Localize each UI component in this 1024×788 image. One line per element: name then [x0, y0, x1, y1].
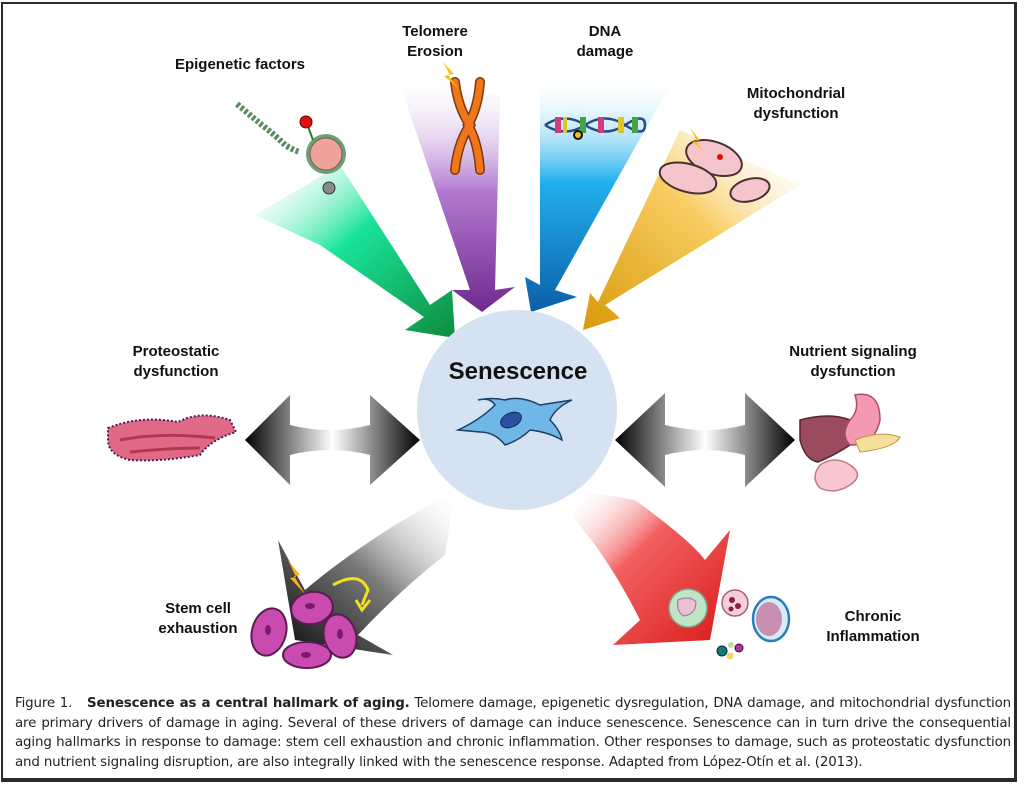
- label-line: dysfunction: [753, 105, 839, 122]
- dna-helix-icon: [544, 117, 647, 140]
- label-line: Inflammation: [826, 628, 920, 645]
- digestive-organs-icon: [799, 393, 901, 492]
- mitochondria-icon: [658, 128, 771, 203]
- label-proteostatic-dysfunction: Proteostatic dysfunction: [106, 342, 246, 382]
- label-line: exhaustion: [158, 620, 238, 637]
- label-telomere-erosion: Telomere Erosion: [385, 22, 485, 62]
- figure-caption-body: Telomere damage, epigenetic dysregulatio…: [15, 696, 1012, 770]
- label-nutrient-signaling-dysfunction: Nutrient signaling dysfunction: [768, 342, 938, 382]
- senescent-cell-icon: [455, 397, 573, 446]
- inflammation-arrow: [575, 490, 730, 645]
- figure-number: Figure 1.: [15, 696, 73, 711]
- label-line: Telomere: [402, 23, 468, 40]
- label-line: Chronic: [844, 608, 902, 625]
- stem-cell-arrow: [278, 490, 455, 655]
- figure-title: Senescence as a central hallmark of agin…: [87, 696, 410, 711]
- stem-cells-icon: [250, 560, 372, 669]
- label-epigenetic-factors: Epigenetic factors: [150, 55, 330, 75]
- label-line: Epigenetic factors: [174, 56, 306, 73]
- senescence-diagram: [107, 62, 901, 669]
- nucleosome-icon: [235, 101, 346, 195]
- label-line: Stem cell: [165, 600, 231, 617]
- label-line: Proteostatic: [132, 343, 220, 360]
- proteostatic-double-arrow: [245, 395, 420, 485]
- label-stem-cell-exhaustion: Stem cell exhaustion: [140, 599, 256, 639]
- nutrient-double-arrow: [615, 393, 795, 487]
- label-line: dysfunction: [133, 363, 219, 380]
- label-line: damage: [576, 43, 634, 60]
- figure-caption: Figure 1. Senescence as a central hallma…: [15, 694, 1011, 772]
- label-line: Nutrient signaling: [789, 343, 917, 360]
- dna-arrow: [525, 75, 670, 312]
- senescence-title: Senescence: [448, 358, 588, 385]
- label-line: dysfunction: [810, 363, 896, 380]
- label-chronic-inflammation: Chronic Inflammation: [815, 607, 931, 647]
- endoplasmic-reticulum-icon: [107, 414, 238, 462]
- chromosome-icon: [443, 62, 485, 175]
- label-line: Mitochondrial: [746, 85, 846, 102]
- telomere-arrow: [395, 70, 515, 312]
- label-line: Erosion: [407, 43, 463, 60]
- label-line: DNA: [588, 23, 622, 40]
- label-mitochondrial-dysfunction: Mitochondrial dysfunction: [726, 84, 866, 124]
- label-dna-damage: DNA damage: [560, 22, 650, 62]
- epigenetic-arrow: [255, 165, 455, 338]
- immune-cells-icon: [668, 588, 791, 660]
